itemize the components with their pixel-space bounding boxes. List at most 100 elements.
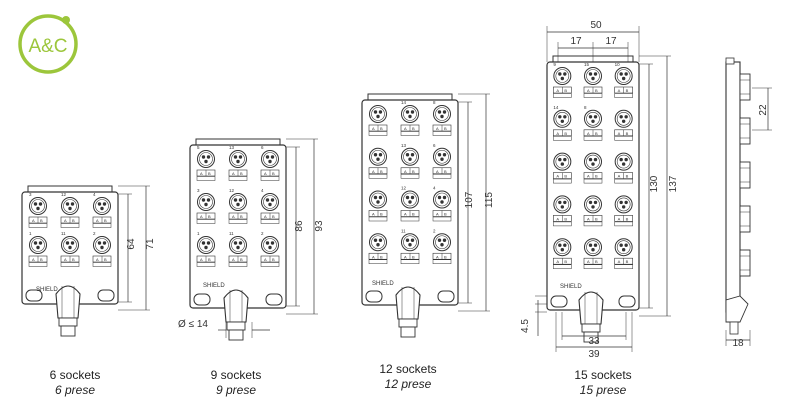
unit-12-mount-hole-left — [365, 290, 383, 303]
svg-text:15: 15 — [584, 62, 590, 67]
svg-text:A: A — [587, 216, 590, 221]
svg-text:6: 6 — [433, 143, 436, 148]
svg-text:8: 8 — [433, 100, 436, 105]
svg-text:A: A — [200, 171, 203, 176]
svg-text:11: 11 — [229, 231, 234, 236]
svg-text:A: A — [436, 254, 439, 259]
svg-text:A: A — [64, 218, 67, 223]
unit-6-mount-hole-right — [97, 289, 115, 302]
svg-text:13: 13 — [229, 145, 235, 150]
svg-text:4: 4 — [93, 192, 96, 197]
svg-text:B: B — [380, 212, 383, 217]
svg-text:B: B — [208, 214, 211, 219]
unit-9-mount-hole-right — [265, 293, 283, 306]
svg-text:B: B — [444, 126, 447, 131]
svg-text:A: A — [436, 169, 439, 174]
svg-text:12: 12 — [401, 186, 407, 191]
svg-text:B: B — [412, 254, 415, 259]
svg-text:14: 14 — [553, 105, 559, 110]
side-socket — [739, 73, 751, 101]
u15-dim-width: 50 — [590, 20, 602, 31]
svg-text:A: A — [618, 216, 621, 221]
unit-6-dimensions — [118, 185, 150, 311]
caption-6-sockets: 6 sockets — [49, 368, 101, 382]
svg-text:A: A — [232, 257, 235, 262]
svg-text:A: A — [32, 218, 35, 223]
svg-text:B: B — [104, 218, 107, 223]
svg-text:9: 9 — [553, 62, 556, 67]
side-dim-depth: 18 — [732, 338, 744, 349]
unit-12-cable-gland — [395, 286, 421, 338]
side-view — [725, 57, 772, 346]
u15-dim-base: 39 — [588, 349, 600, 360]
svg-text:B: B — [104, 257, 107, 262]
svg-text:B: B — [595, 216, 598, 221]
svg-text:B: B — [626, 216, 629, 221]
caption-12-sockets: 12 sockets — [379, 362, 437, 376]
svg-text:B: B — [72, 218, 75, 223]
svg-text:A: A — [264, 257, 267, 262]
u15-dim-pitch-a: 17 — [570, 36, 582, 47]
unit-9-cable-gland — [223, 289, 249, 341]
svg-text:A: A — [556, 131, 559, 136]
caption-6-prese: 6 prese — [54, 383, 96, 397]
svg-text:B: B — [380, 126, 383, 131]
svg-text:A: A — [372, 169, 375, 174]
caption-9-prese: 9 prese — [215, 383, 257, 397]
unit-6-mount-hole-left — [25, 289, 43, 302]
svg-text:A: A — [436, 212, 439, 217]
svg-text:11: 11 — [401, 228, 406, 233]
svg-text:A: A — [556, 174, 559, 179]
svg-text:A: A — [264, 214, 267, 219]
svg-text:A: A — [556, 88, 559, 93]
unit-15-body — [546, 61, 640, 311]
svg-text:B: B — [626, 174, 629, 179]
svg-text:A: A — [436, 126, 439, 131]
svg-text:B: B — [208, 171, 211, 176]
svg-text:B: B — [72, 257, 75, 262]
u9-cable-dim-lines — [218, 322, 270, 338]
u6-dim-outer: 71 — [145, 238, 156, 250]
svg-text:B: B — [272, 214, 275, 219]
svg-text:A: A — [556, 259, 559, 264]
logo-text: A&C — [28, 36, 67, 57]
svg-text:13: 13 — [401, 143, 407, 148]
svg-text:B: B — [272, 257, 275, 262]
svg-text:2: 2 — [261, 231, 264, 236]
svg-text:A: A — [587, 131, 590, 136]
svg-text:B: B — [240, 171, 243, 176]
unit-15-mount-hole-left — [550, 295, 568, 308]
u15-dim-outer: 137 — [668, 175, 679, 192]
caption-15: 15 sockets 15 prese — [563, 368, 643, 398]
svg-text:B: B — [444, 254, 447, 259]
svg-text:B: B — [564, 88, 567, 93]
unit-9-dimensions — [286, 138, 318, 315]
